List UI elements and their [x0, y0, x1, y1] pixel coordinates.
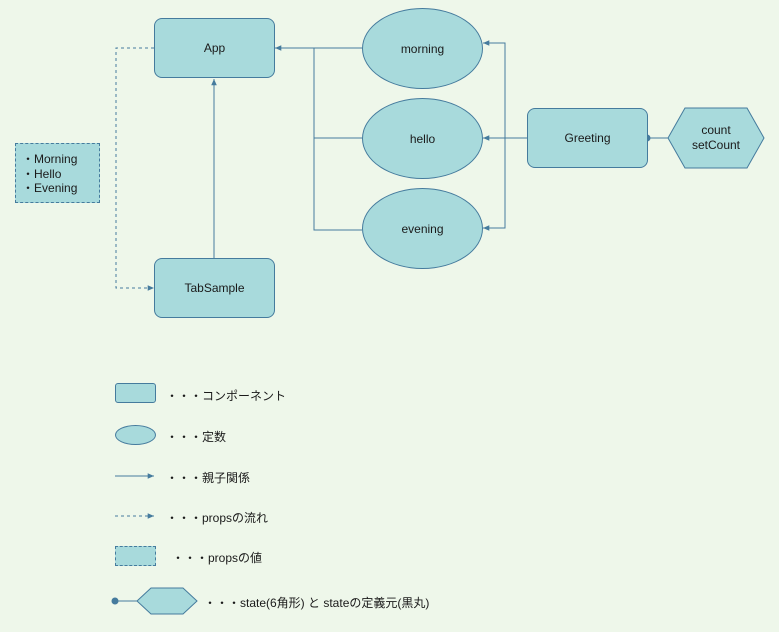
legend-props-value-text: ・・・propsの値	[172, 551, 263, 565]
state-label-setcount: setCount	[691, 138, 741, 152]
props-value-item: Morning	[22, 152, 99, 167]
legend-constant-text: ・・・定数	[166, 430, 227, 444]
legend-state-dot	[111, 597, 119, 605]
legend-props-flow-text: ・・・propsの流れ	[166, 511, 269, 525]
props-values-list: Morning Hello Evening	[22, 152, 99, 196]
component-tabsample-label: TabSample	[184, 281, 245, 295]
edge-props-app-to-tabsample	[115, 47, 154, 291]
constant-morning[interactable]: morning	[362, 8, 483, 89]
legend-state-hexagon	[136, 587, 198, 615]
state-hexagon	[667, 107, 765, 169]
constant-evening[interactable]: evening	[362, 188, 483, 269]
props-value-item: Hello	[22, 167, 99, 182]
component-greeting-label: Greeting	[564, 131, 611, 145]
props-values-box: Morning Hello Evening	[15, 143, 100, 203]
edge-evening-to-app	[313, 138, 362, 231]
legend-state-text: ・・・state(6角形) と stateの定義元(黒丸)	[204, 596, 430, 610]
legend-props-value-shape	[115, 546, 156, 566]
constant-hello[interactable]: hello	[362, 98, 483, 179]
constant-hello-label: hello	[409, 131, 436, 146]
edge-hello-to-app	[313, 48, 362, 139]
legend-parent-child-text: ・・・親子関係	[166, 471, 251, 485]
component-app-label: App	[203, 41, 226, 55]
legend-component-shape	[115, 383, 156, 403]
legend-constant-shape	[115, 425, 156, 445]
edge-greeting-to-evening	[483, 138, 506, 231]
constant-evening-label: evening	[401, 221, 444, 236]
state-label-count: count	[701, 123, 731, 137]
legend-component-text: ・・・コンポーネント	[166, 389, 287, 403]
component-tabsample[interactable]: TabSample	[154, 258, 275, 318]
constant-morning-label: morning	[400, 41, 445, 56]
component-app[interactable]: App	[154, 18, 275, 78]
props-value-item: Evening	[22, 181, 99, 196]
edge-greeting-to-morning	[483, 40, 506, 138]
component-greeting[interactable]: Greeting	[527, 108, 648, 168]
state-label: count setCount	[668, 108, 764, 168]
